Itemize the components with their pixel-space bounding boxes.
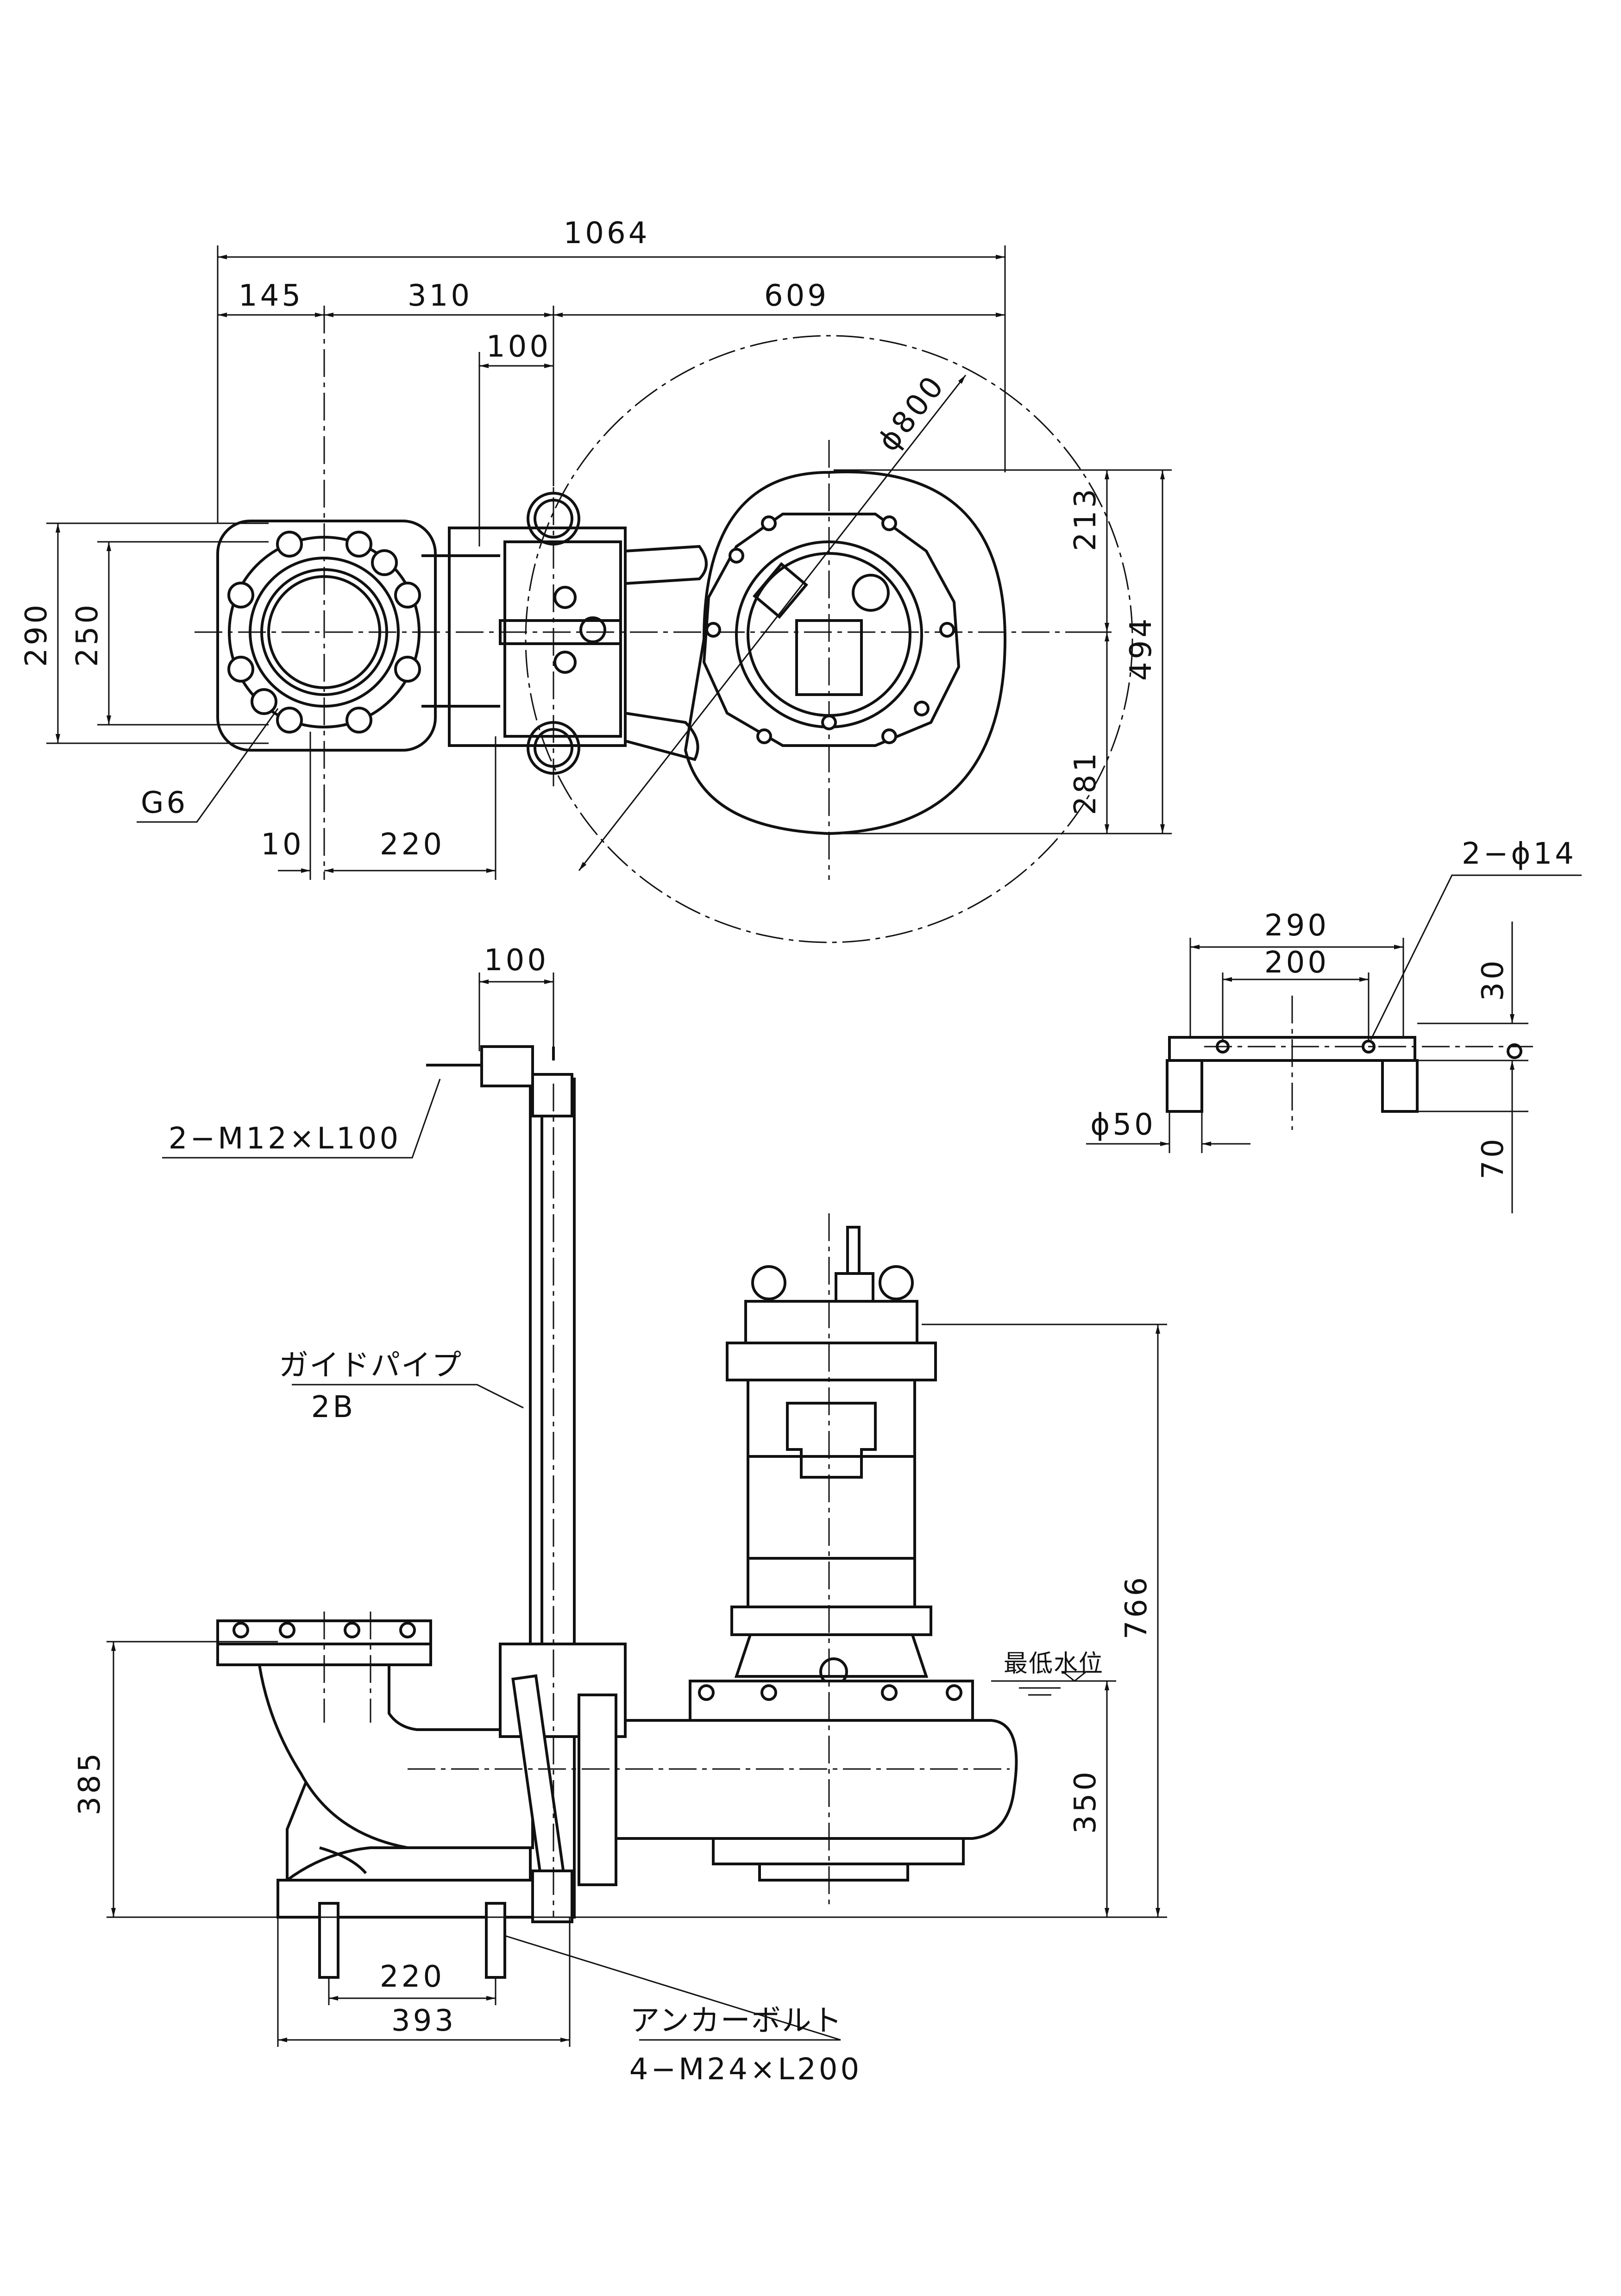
base-dimensions: 2−ϕ14 290 200 30 70 ϕ50 [1086,837,1582,1213]
guide-pipe-size: 2B [311,1390,356,1424]
plan-view: 1064 145 310 609 100 ϕ800 213 494 281 29… [19,216,1172,943]
elev-volute [615,1680,1018,1882]
base-dim-200: 200 [1264,946,1329,980]
plan-dimensions: 1064 145 310 609 100 ϕ800 213 494 281 29… [19,216,1172,880]
elev-dim-350: 350 [1068,1769,1103,1834]
elev-pump-motor [726,1226,937,1686]
water-level-marker [991,1671,1116,1696]
elev-discharge-elbow [216,1612,627,1979]
base-dim-phi50: ϕ50 [1090,1108,1156,1142]
base-dim-70: 70 [1476,1136,1510,1179]
elevation-view: 100 2−M12×L100 ガイドパイプ 2B 最低水位 766 350 38… [73,943,1167,2087]
min-water-level-label: 最低水位 [1004,1650,1104,1678]
dim-494: 494 [1124,616,1158,681]
dim-213: 213 [1068,486,1103,551]
dim-10: 10 [261,828,304,862]
elev-dim-766: 766 [1119,1575,1154,1639]
flange-label-g6: G6 [141,786,188,820]
guide-pipe-label: ガイドパイプ [279,1349,462,1383]
elevation-dimensions: 100 2−M12×L100 ガイドパイプ 2B 最低水位 766 350 38… [73,943,1167,2087]
elev-dim-100: 100 [484,943,549,978]
dim-609: 609 [764,279,829,313]
dim-220-plan: 220 [380,828,445,862]
elev-bolt-label: 2−M12×L100 [169,1122,401,1156]
plan-800-circle [525,335,1133,943]
base-hole-label: 2−ϕ14 [1462,837,1577,871]
elev-dim-393: 393 [391,2004,456,2038]
anchor-bolt-spec: 4−M24×L200 [629,2052,862,2087]
dim-1064: 1064 [564,216,650,251]
elev-dim-385: 385 [73,1750,107,1815]
anchor-bolt-label: アンカーボルト [630,2004,842,2038]
dim-145: 145 [239,279,303,313]
dim-310: 310 [408,279,472,313]
base-detail: 2−ϕ14 290 200 30 70 ϕ50 [1086,837,1582,1213]
elev-dim-220: 220 [380,1960,445,1994]
dim-250: 250 [70,602,105,667]
base-dim-30: 30 [1476,958,1510,1001]
plan-discharge-flange [216,520,437,752]
plan-motor-head [702,513,961,747]
dim-281: 281 [1068,750,1103,815]
dim-290-plan: 290 [19,602,54,667]
base-dim-290: 290 [1264,909,1329,943]
dim-100-plan: 100 [486,330,551,364]
plan-guide-bracket [421,492,708,775]
